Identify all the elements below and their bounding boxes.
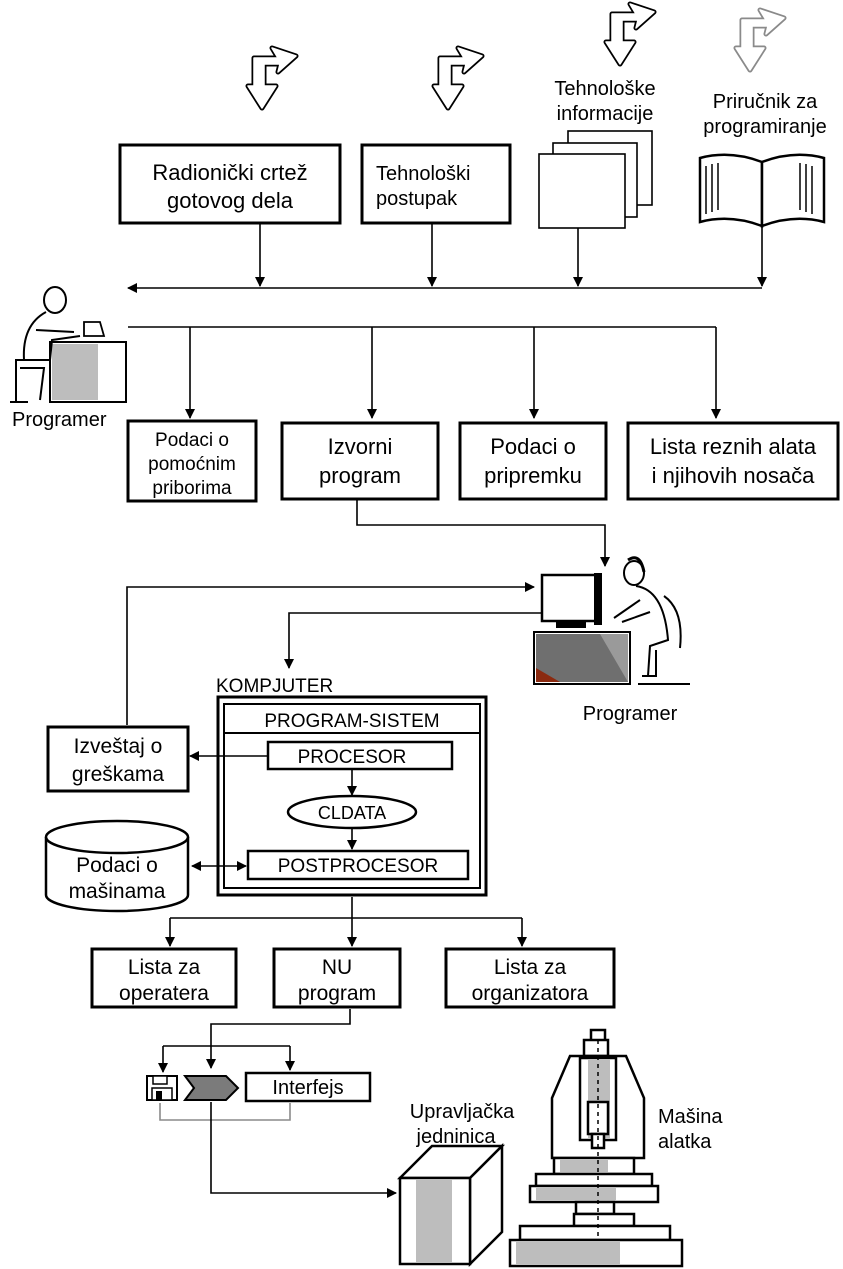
- programmer-label-left: Programer: [12, 409, 107, 431]
- process-label-line2: postupak: [376, 188, 458, 210]
- input-arrow-icon: [606, 4, 654, 64]
- interface-label: Interfejs: [272, 1077, 343, 1099]
- tools-list-line2: i njihovih nosača: [652, 463, 815, 488]
- interface-box: [244, 1071, 372, 1103]
- processor-label: PROCESOR: [298, 747, 407, 768]
- tech-info-label-line1: Tehnološke: [554, 78, 655, 100]
- fixtures-label-line3: priborima: [152, 478, 232, 499]
- source-to-computer-arrow: [356, 500, 610, 567]
- nc-program-box: [272, 947, 402, 1009]
- processor-box: [266, 740, 454, 771]
- floppy-disk-icon: [146, 1075, 178, 1101]
- workpiece-box: [458, 421, 608, 501]
- tech-info-label-line2: informacije: [557, 103, 654, 125]
- process-label-line1: Tehnološki: [376, 163, 471, 185]
- programmer-label-right: Programer: [583, 703, 678, 725]
- program-system-box: [223, 703, 481, 889]
- programmer-figure-left: [10, 286, 127, 403]
- machine-db-line2: mašinama: [69, 880, 166, 903]
- error-report-line1: Izveštaj o: [74, 735, 163, 758]
- workpiece-label-line1: Podaci o: [490, 434, 576, 459]
- cldata-label: CLDATA: [318, 803, 386, 823]
- nc-to-tape-arrow: [206, 1009, 351, 1069]
- to-control-unit-arrow: [210, 1102, 397, 1198]
- error-report-line2: greškama: [72, 763, 165, 786]
- input-arrow-icon: [248, 48, 296, 108]
- control-unit-box-figure: [396, 1142, 506, 1268]
- source-program-box: [280, 421, 440, 501]
- tools-list-box: [626, 421, 840, 501]
- machine-tool-line2: alatka: [658, 1131, 712, 1153]
- machine-tool-line1: Mašina: [658, 1106, 723, 1128]
- control-unit-line1: Upravljačka: [410, 1101, 515, 1123]
- postprocessor-label: POSTPROCESOR: [278, 856, 438, 877]
- programmer-workstation-figure: [533, 556, 690, 685]
- computer-title: KOMPJUTER: [216, 676, 333, 697]
- drawing-box: [118, 143, 342, 225]
- workpiece-label-line2: pripremku: [484, 463, 582, 488]
- nc-program-line1: NU: [322, 956, 352, 979]
- manual-label-line2: programiranje: [703, 116, 826, 138]
- process-box: [360, 143, 512, 225]
- organizer-list-box: [444, 947, 616, 1009]
- source-program-line1: Izvorni: [328, 434, 393, 459]
- input-arrow-icon-gray: [733, 7, 787, 73]
- control-unit-line2: jedninica: [416, 1126, 497, 1148]
- postprocessor-box: [246, 849, 470, 881]
- fixtures-label-line1: Podaci o: [155, 430, 229, 451]
- open-book-icon: [698, 153, 826, 228]
- operator-list-box: [90, 947, 238, 1009]
- organizer-list-line1: Lista za: [494, 956, 567, 979]
- source-program-line2: program: [319, 463, 401, 488]
- media-return-line: [159, 1103, 291, 1121]
- program-system-label: PROGRAM-SISTEM: [264, 711, 439, 732]
- machine-database-cylinder: [44, 819, 190, 913]
- fixtures-box: [126, 419, 258, 503]
- punched-tape-icon: [183, 1075, 240, 1101]
- drawing-label-line1: Radionički crtež: [152, 160, 307, 185]
- document-stack-icon: [538, 130, 653, 229]
- drawing-label-line2: gotovog dela: [167, 188, 294, 213]
- errors-to-programmer-arrow: [126, 582, 535, 725]
- nc-program-line2: program: [298, 982, 376, 1005]
- machine-db-line1: Podaci o: [76, 854, 158, 877]
- operator-list-line1: Lista za: [128, 956, 201, 979]
- input-arrow-icon: [434, 48, 482, 108]
- operator-list-line2: operatera: [119, 982, 209, 1005]
- error-report-box: [46, 725, 190, 793]
- programmer-to-computer-arrow: [284, 612, 542, 669]
- tools-list-line1: Lista reznih alata: [650, 434, 817, 459]
- organizer-list-line2: organizatora: [472, 982, 589, 1005]
- machine-tool-figure: [508, 1028, 684, 1268]
- manual-label-line1: Priručnik za: [713, 91, 818, 113]
- fixtures-label-line2: pomoćnim: [148, 454, 236, 475]
